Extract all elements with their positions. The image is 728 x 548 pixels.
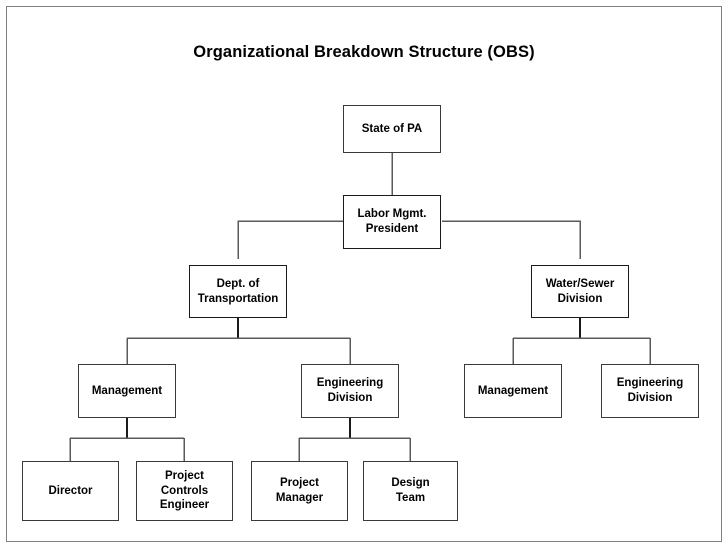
obs-chart-frame: Organizational Breakdown Structure (OBS) <box>6 6 722 542</box>
node-dot-engineering-division[interactable]: Engineering Division <box>301 364 399 418</box>
node-project-controls-engineer[interactable]: Project Controls Engineer <box>136 461 233 521</box>
node-dot-management[interactable]: Management <box>78 364 176 418</box>
page-title: Organizational Breakdown Structure (OBS) <box>193 43 535 61</box>
node-water-sewer-division[interactable]: Water/Sewer Division <box>531 265 629 318</box>
node-ws-management[interactable]: Management <box>464 364 562 418</box>
node-labor-mgmt-president[interactable]: Labor Mgmt. President <box>343 195 441 249</box>
node-ws-engineering-division[interactable]: Engineering Division <box>601 364 699 418</box>
node-design-team[interactable]: Design Team <box>363 461 458 521</box>
node-state-of-pa[interactable]: State of PA <box>343 105 441 153</box>
edge-labor-mgmt-president-bus-right <box>442 220 581 259</box>
node-dept-of-transportation[interactable]: Dept. of Transportation <box>189 265 287 318</box>
node-director[interactable]: Director <box>22 461 119 521</box>
edge-labor-mgmt-president-bus-left <box>237 220 343 259</box>
node-project-manager[interactable]: Project Manager <box>251 461 348 521</box>
